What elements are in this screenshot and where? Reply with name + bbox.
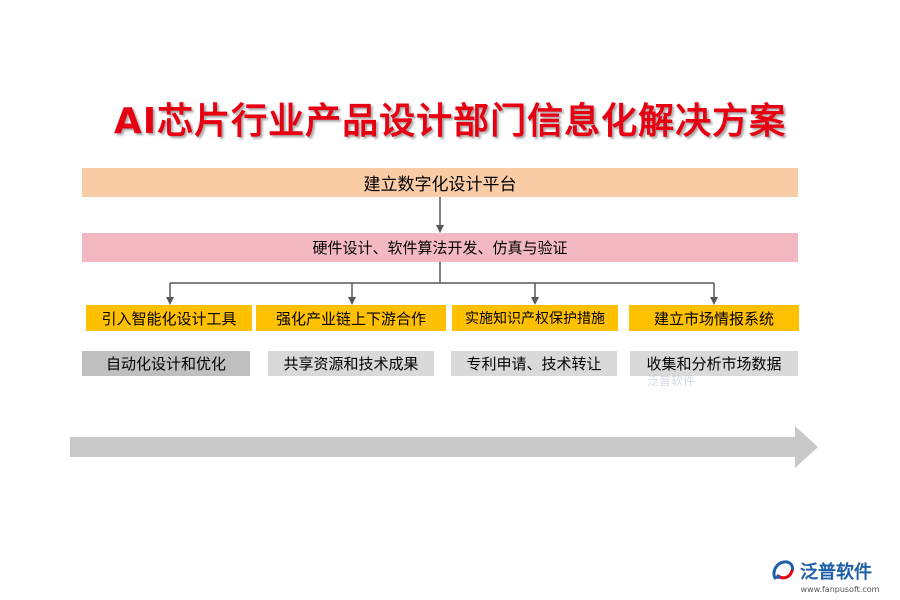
detail-box-1: 自动化设计和优化 <box>82 351 250 376</box>
big-arrow <box>70 426 818 468</box>
top-bar-label: 建立数字化设计平台 <box>363 175 517 195</box>
page-title: AI芯片行业产品设计部门信息化解决方案 <box>113 101 787 142</box>
detail-box-3: 专利申请、技术转让 <box>451 351 617 376</box>
middle-bar-label: 硬件设计、软件算法开发、仿真与验证 <box>312 239 568 257</box>
detail-label: 自动化设计和优化 <box>105 355 226 373</box>
brand-logo-icon <box>772 560 794 580</box>
top-bar: 建立数字化设计平台 <box>82 168 798 197</box>
big-arrow-shape <box>70 426 818 468</box>
branch-label: 引入智能化设计工具 <box>101 309 237 328</box>
brand-url: www.fanpusoft.com <box>800 585 880 594</box>
branch-box-4: 建立市场情报系统 <box>629 305 799 331</box>
branch-box-3: 实施知识产权保护措施 <box>452 305 618 331</box>
branch-label: 建立市场情报系统 <box>653 309 774 328</box>
watermark: 泛普软件 <box>647 372 727 394</box>
watermark-text: 泛普软件 <box>647 374 696 388</box>
detail-label: 收集和分析市场数据 <box>646 355 782 373</box>
branch-label: 强化产业链上下游合作 <box>275 309 426 328</box>
brand-name: 泛普软件 <box>800 562 872 583</box>
detail-label: 专利申请、技术转让 <box>466 355 602 373</box>
branch-box-2: 强化产业链上下游合作 <box>256 305 446 331</box>
detail-box-4: 收集和分析市场数据 <box>630 351 798 376</box>
branch-box-1: 引入智能化设计工具 <box>86 305 252 331</box>
branch-label: 实施知识产权保护措施 <box>465 311 605 327</box>
detail-label: 共享资源和技术成果 <box>283 355 419 373</box>
brand-logo: 泛普软件 <box>770 556 890 586</box>
middle-bar: 硬件设计、软件算法开发、仿真与验证 <box>82 233 798 262</box>
detail-box-2: 共享资源和技术成果 <box>268 351 434 376</box>
